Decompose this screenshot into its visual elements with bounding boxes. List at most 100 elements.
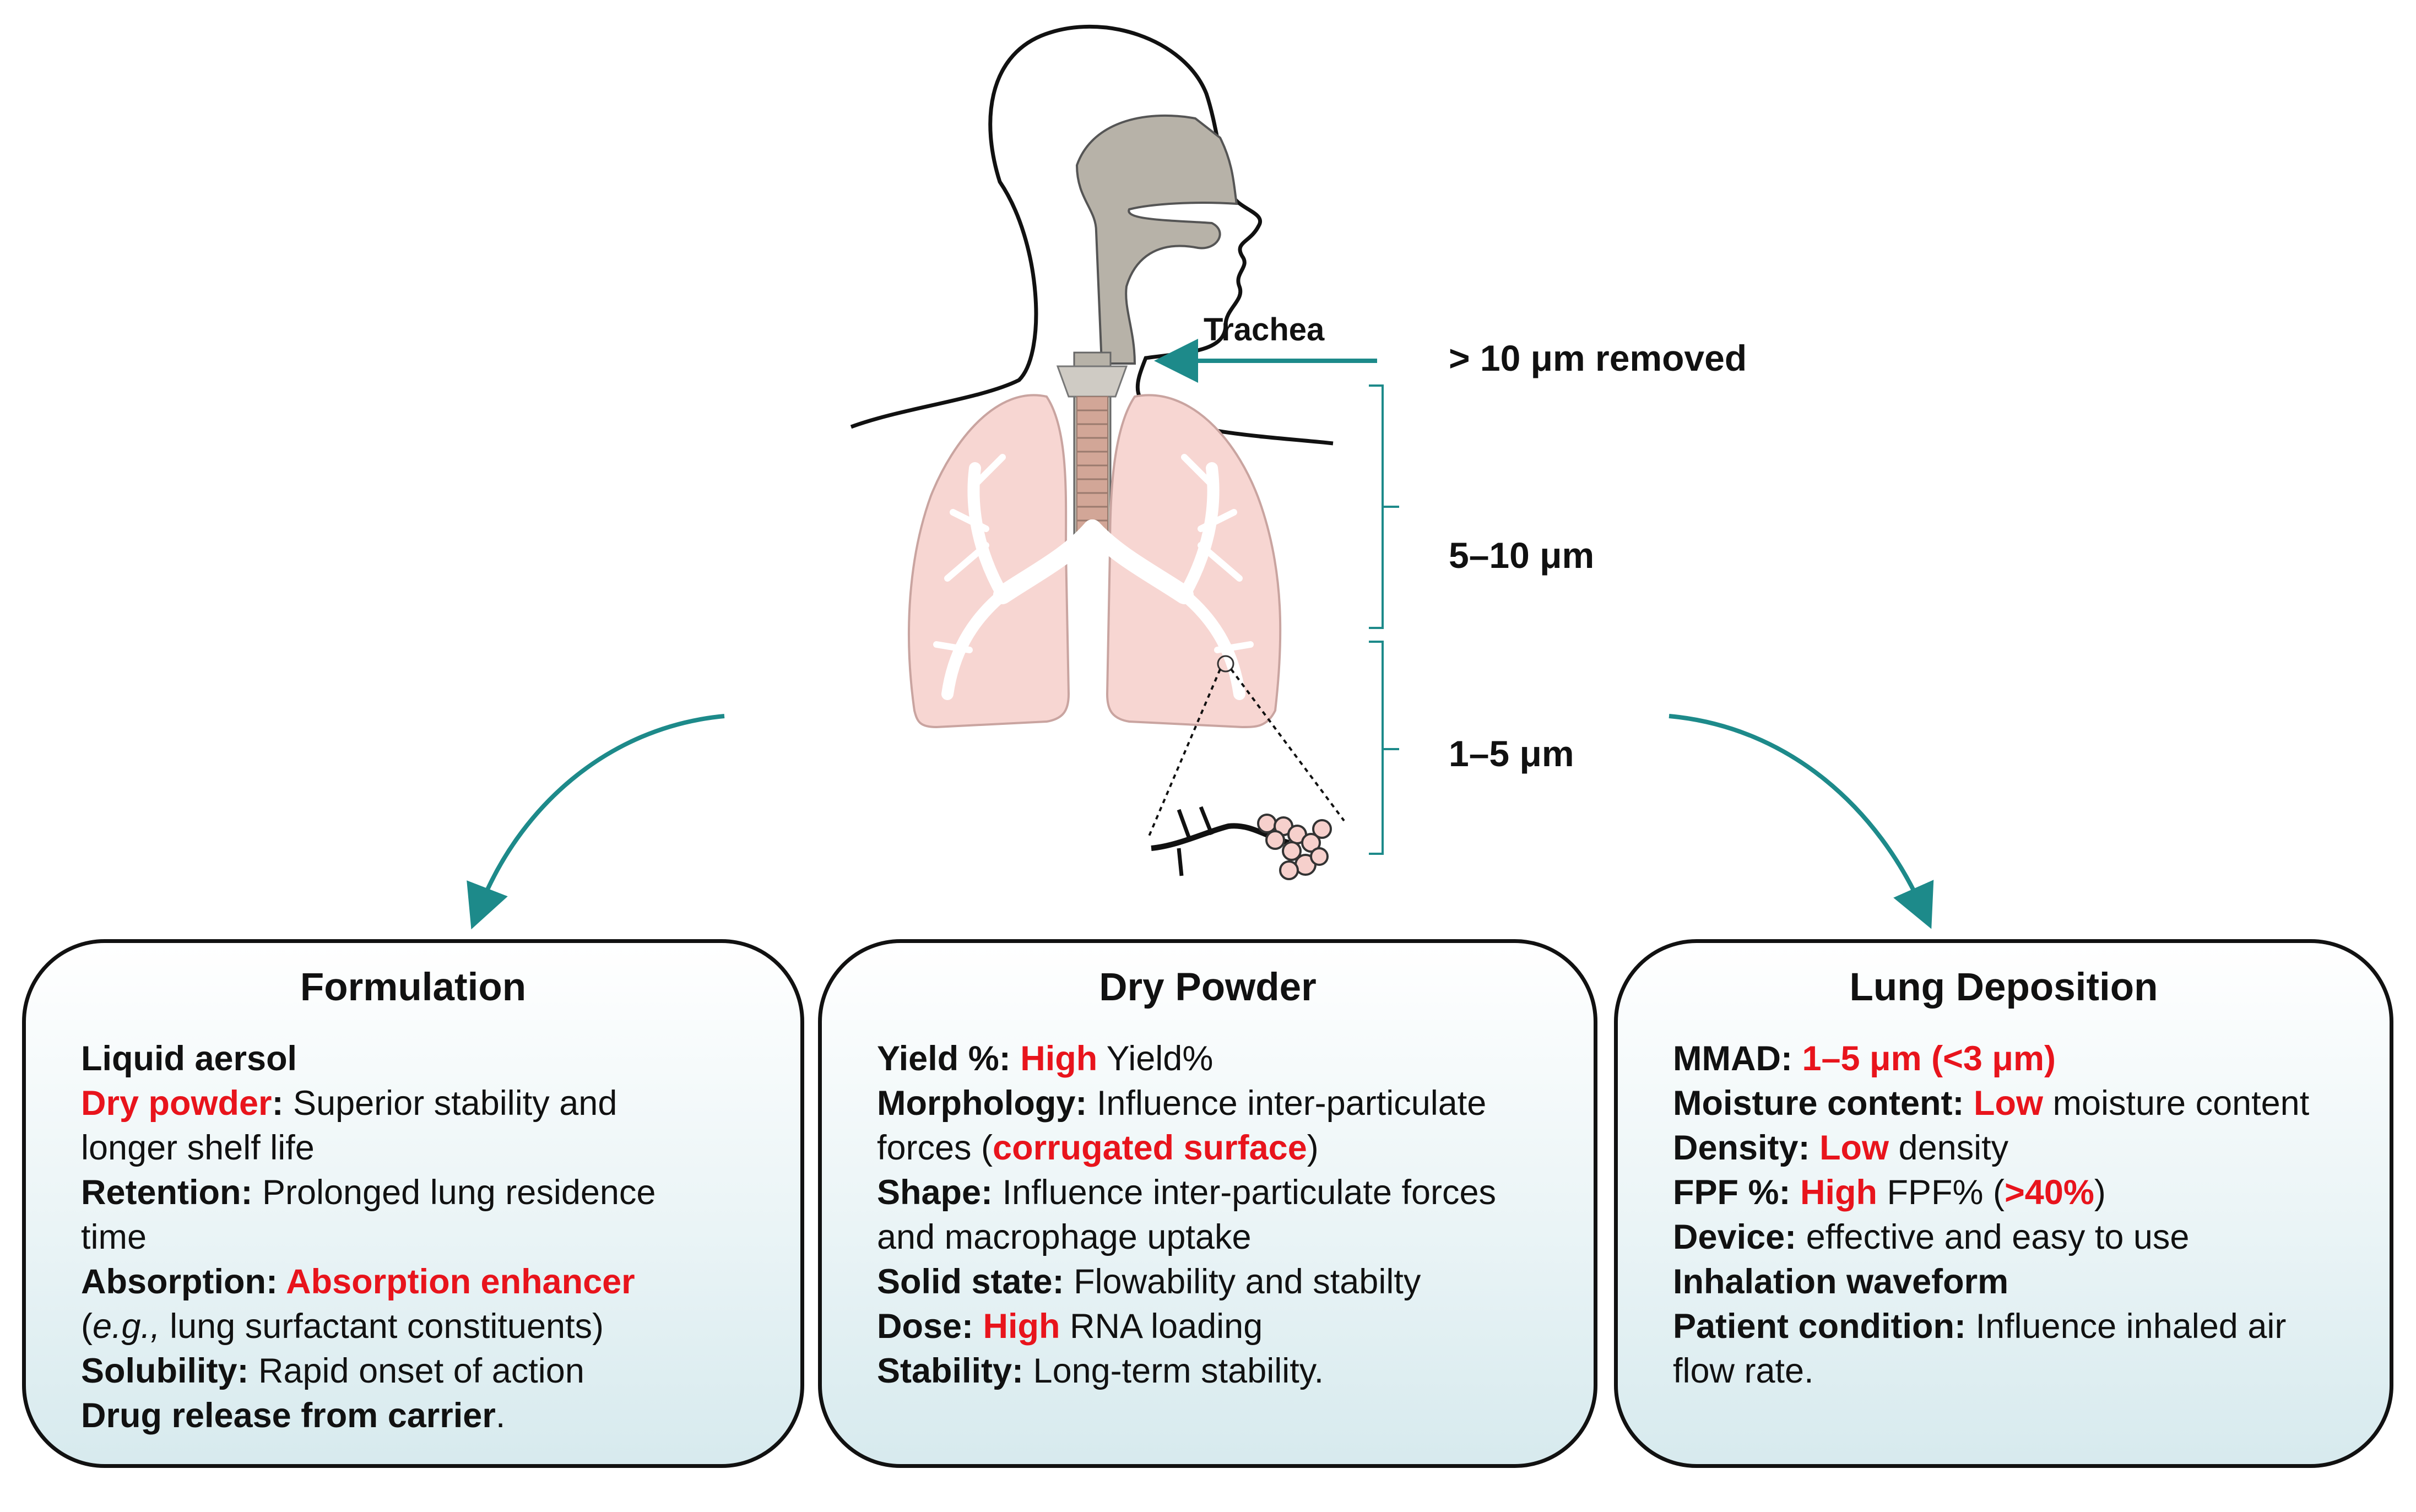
zoom-source-circle <box>1217 655 1234 673</box>
row-text: e.g., <box>92 1307 160 1346</box>
card-row: Drug release from carrier. <box>81 1394 767 1438</box>
lung-deposition-card: Lung Deposition MMAD: 1–5 μm (<3 μm)Mois… <box>1614 939 2393 1468</box>
row-text: High <box>973 1307 1060 1346</box>
row-text: longer shelf life <box>81 1129 315 1167</box>
bronchial-tree <box>933 454 1254 700</box>
card-row: Liquid aersol <box>81 1037 767 1081</box>
card-row: Yield %: High Yield% <box>877 1037 1561 1081</box>
card-row: Retention: Prolonged lung residence <box>81 1170 767 1215</box>
size-label-1-5: 1–5 μm <box>1449 733 1574 774</box>
row-text: Patient condition: <box>1673 1307 1966 1346</box>
size-label-5-10: 5–10 μm <box>1449 535 1595 576</box>
row-text: FPF %: <box>1673 1173 1791 1212</box>
card-row: FPF %: High FPF% (>40%) <box>1673 1170 2357 1215</box>
card-row: Density: Low density <box>1673 1126 2357 1170</box>
row-text: High <box>1790 1173 1877 1212</box>
alveoli-cluster <box>1151 806 1332 880</box>
row-text: FPF% ( <box>1877 1173 2005 1212</box>
larynx <box>1056 365 1128 398</box>
row-text: Stability: <box>877 1352 1024 1390</box>
row-text: Long-term stability. <box>1023 1352 1324 1390</box>
zoom-lines <box>1147 668 1345 838</box>
size-label-over-10: > 10 μm removed <box>1449 338 1747 378</box>
row-text: Dose: <box>877 1307 974 1346</box>
row-text: Flowability and stabilty <box>1064 1262 1421 1301</box>
card-row: MMAD: 1–5 μm (<3 μm) <box>1673 1037 2357 1081</box>
card-row: (e.g., lung surfactant constituents) <box>81 1304 767 1349</box>
row-text: effective and easy to use <box>1796 1218 2190 1256</box>
card-rows: MMAD: 1–5 μm (<3 μm)Moisture content: Lo… <box>1673 1037 2357 1394</box>
row-text: . <box>495 1396 506 1435</box>
row-text: Rapid onset of action <box>248 1352 584 1390</box>
row-text: Low <box>1964 1084 2043 1123</box>
row-text: Density: <box>1673 1129 1810 1167</box>
card-row: Shape: Influence inter-particulate force… <box>877 1170 1561 1215</box>
row-text: Absorption: <box>81 1262 278 1301</box>
row-text: Influence inter-particulate <box>1087 1084 1487 1123</box>
row-text: ( <box>81 1307 93 1346</box>
row-text: Influence inhaled air <box>1965 1307 2287 1346</box>
row-text: Superior stability and <box>283 1084 617 1123</box>
row-text: RNA loading <box>1060 1307 1263 1346</box>
row-text: time <box>81 1218 147 1256</box>
card-row: longer shelf life <box>81 1126 767 1170</box>
row-text: 1–5 μm (<3 μm) <box>1792 1039 2056 1078</box>
card-row: time <box>81 1215 767 1260</box>
row-text: Retention: <box>81 1173 253 1212</box>
nasal-airway <box>1075 114 1238 365</box>
card-row: forces (corrugated surface) <box>877 1126 1561 1170</box>
card-row: Morphology: Influence inter-particulate <box>877 1081 1561 1126</box>
row-text: Yield %: <box>877 1039 1011 1078</box>
row-text: Inhalation waveform <box>1673 1262 2009 1301</box>
card-row: Solid state: Flowability and stabilty <box>877 1260 1561 1304</box>
row-text: density <box>1889 1129 2009 1167</box>
card-title: Dry Powder <box>1099 966 1317 1009</box>
arrow-to-lung-deposition <box>1669 714 1934 929</box>
row-text: Device: <box>1673 1218 1797 1256</box>
card-rows: Yield %: High Yield%Morphology: Influenc… <box>877 1037 1561 1394</box>
row-text: lung surfactant constituents) <box>160 1307 604 1346</box>
card-title: Lung Deposition <box>1849 966 2158 1009</box>
arrow-to-formulation <box>467 714 725 930</box>
card-row: Dry powder: Superior stability and <box>81 1081 767 1126</box>
row-text: Solubility: <box>81 1352 249 1390</box>
row-text: ) <box>2094 1173 2106 1212</box>
row-text: corrugated surface <box>993 1129 1307 1167</box>
size-bracket-5-10 <box>1369 384 1399 629</box>
row-text: moisture content <box>2043 1084 2310 1123</box>
row-text: : <box>272 1084 284 1123</box>
card-row: Solubility: Rapid onset of action <box>81 1349 767 1394</box>
row-text: Liquid aersol <box>81 1039 297 1078</box>
row-text: Absorption enhancer <box>277 1262 635 1301</box>
size-bracket-1-5 <box>1369 641 1399 855</box>
card-row: flow rate. <box>1673 1349 2357 1394</box>
card-row: Moisture content: Low moisture content <box>1673 1081 2357 1126</box>
row-text: and macrophage uptake <box>877 1218 1252 1256</box>
row-text: Low <box>1810 1129 1889 1167</box>
card-row: Stability: Long-term stability. <box>877 1349 1561 1394</box>
card-row: Absorption: Absorption enhancer <box>81 1260 767 1304</box>
card-row: and macrophage uptake <box>877 1215 1561 1260</box>
row-text: MMAD: <box>1673 1039 1792 1078</box>
row-text: Moisture content: <box>1673 1084 1964 1123</box>
row-text: Morphology: <box>877 1084 1087 1123</box>
card-row: Inhalation waveform <box>1673 1260 2357 1304</box>
card-row: Device: effective and easy to use <box>1673 1215 2357 1260</box>
row-text: flow rate. <box>1673 1352 1814 1390</box>
row-text: ) <box>1307 1129 1319 1167</box>
row-text: High <box>1010 1039 1098 1078</box>
card-row: Dose: High RNA loading <box>877 1304 1561 1349</box>
dry-powder-card: Dry Powder Yield %: High Yield%Morpholog… <box>818 939 1597 1468</box>
row-text: Shape: <box>877 1173 993 1212</box>
card-title: Formulation <box>300 966 527 1009</box>
row-text: forces ( <box>877 1129 993 1167</box>
row-text: Drug release from carrier <box>81 1396 496 1435</box>
row-text: Yield% <box>1097 1039 1214 1078</box>
row-text: Influence inter-particulate forces <box>993 1173 1497 1212</box>
trachea-label: Trachea <box>1204 312 1325 348</box>
row-text: Solid state: <box>877 1262 1064 1301</box>
card-row: Patient condition: Influence inhaled air <box>1673 1304 2357 1349</box>
